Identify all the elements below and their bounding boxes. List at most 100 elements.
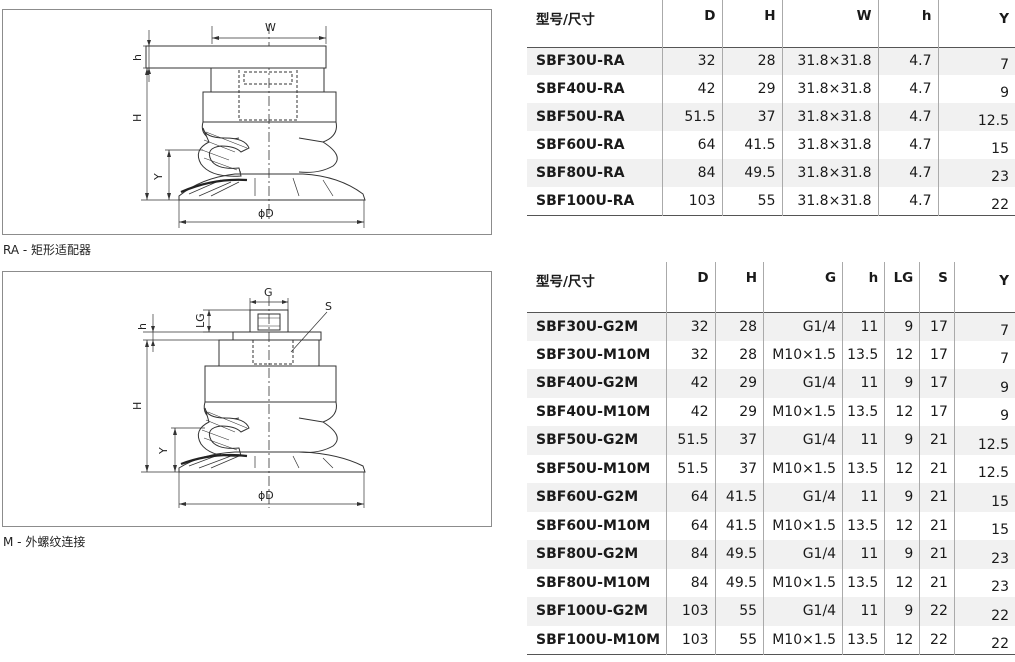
- cell-h: 4.7: [878, 47, 939, 75]
- cell-g: M10×1.5: [763, 340, 844, 369]
- cell-H: 55: [715, 597, 765, 626]
- dim-h-label: h: [131, 54, 144, 61]
- header-d: D: [666, 262, 716, 312]
- cell-lg: 9: [884, 597, 921, 626]
- cell-lg: 9: [884, 540, 921, 569]
- cell-g: G1/4: [763, 597, 844, 626]
- cell-y: 15: [991, 493, 1009, 510]
- cell-h: 11: [842, 540, 886, 569]
- cell-H: 28: [715, 312, 765, 341]
- dim-w-label: W: [265, 21, 276, 34]
- cell-h: 4.7: [878, 103, 939, 131]
- cell-model: SBF30U-RA: [527, 47, 663, 75]
- cell-model: SBF30U-M10M: [527, 340, 668, 369]
- cell-s: 21: [919, 511, 955, 540]
- cell-s: 21: [919, 540, 955, 569]
- header-model: 型号/尺寸: [527, 0, 663, 47]
- header-lg: LG: [884, 262, 921, 312]
- cell-lg: 9: [884, 369, 921, 398]
- cell-h: 11: [842, 483, 886, 512]
- header-h: h: [842, 262, 886, 312]
- header-g: G: [763, 262, 844, 312]
- cell-H: 55: [722, 187, 783, 215]
- cell-d: 103: [666, 625, 716, 654]
- dim-g-label: G: [264, 286, 273, 299]
- cell-y: 15: [991, 141, 1009, 157]
- cell-model: SBF50U-G2M: [527, 426, 668, 455]
- cell-model: SBF80U-M10M: [527, 568, 668, 597]
- cell-H: 29: [715, 369, 765, 398]
- cell-d: 51.5: [666, 426, 716, 455]
- cell-lg: 12: [884, 568, 921, 597]
- cell-model: SBF60U-G2M: [527, 483, 668, 512]
- cell-model: SBF50U-RA: [527, 103, 663, 131]
- cell-d: 32: [666, 312, 716, 341]
- cell-d: 84: [662, 159, 723, 187]
- cell-s: 17: [919, 312, 955, 341]
- cell-model: SBF30U-G2M: [527, 312, 668, 341]
- cell-d: 51.5: [666, 454, 716, 483]
- cell-g: M10×1.5: [763, 625, 844, 654]
- cell-s: 22: [919, 625, 955, 654]
- cell-d: 32: [666, 340, 716, 369]
- cell-h: 13.5: [842, 625, 886, 654]
- cell-y: 22: [991, 635, 1009, 652]
- cell-s: 17: [919, 397, 955, 426]
- cell-h: 4.7: [878, 75, 939, 103]
- cell-g: G1/4: [763, 540, 844, 569]
- cell-y: 22: [991, 196, 1009, 213]
- cell-w: 31.8×31.8: [782, 103, 879, 131]
- cell-model: SBF50U-M10M: [527, 454, 668, 483]
- cell-w: 31.8×31.8: [782, 131, 879, 159]
- cell-h: 11: [842, 369, 886, 398]
- cell-g: G1/4: [763, 483, 844, 512]
- cell-H: 49.5: [722, 159, 783, 187]
- cell-s: 17: [919, 340, 955, 369]
- cell-lg: 9: [884, 426, 921, 455]
- cell-s: 17: [919, 369, 955, 398]
- cell-model: SBF100U-G2M: [527, 597, 668, 626]
- cell-h: 4.7: [878, 187, 939, 215]
- cell-h: 13.5: [842, 511, 886, 540]
- cell-model: SBF100U-M10M: [527, 625, 668, 654]
- cell-h: 11: [842, 597, 886, 626]
- dim-d-label: ϕD: [258, 489, 274, 502]
- header-d: D: [662, 0, 723, 47]
- table-header-row: 型号/尺寸 D H G h LG S Y: [527, 262, 1015, 312]
- cell-model: SBF40U-M10M: [527, 397, 668, 426]
- header-s: S: [919, 262, 955, 312]
- cell-H: 41.5: [715, 483, 765, 512]
- cell-y: 23: [991, 550, 1009, 567]
- cell-y: 12.5: [977, 436, 1009, 453]
- cell-h: 4.7: [878, 159, 939, 187]
- cell-lg: 9: [884, 312, 921, 341]
- cell-model: SBF40U-G2M: [527, 369, 668, 398]
- cell-H: 49.5: [715, 540, 765, 569]
- cell-y: 22: [991, 607, 1009, 624]
- cell-lg: 12: [884, 625, 921, 654]
- diagram-m-panel: G S LG h H Y ϕD: [2, 271, 492, 527]
- dim-h-label: h: [136, 323, 149, 330]
- cell-y: 23: [991, 169, 1009, 185]
- cell-model: SBF60U-RA: [527, 131, 663, 159]
- cell-H: 41.5: [722, 131, 783, 159]
- cell-d: 42: [662, 75, 723, 103]
- cell-d: 64: [666, 483, 716, 512]
- cell-model: SBF40U-RA: [527, 75, 663, 103]
- cell-h: 11: [842, 426, 886, 455]
- dim-y-label: Y: [157, 447, 170, 455]
- cell-H: 55: [715, 625, 765, 654]
- diagram-ra-caption: RA - 矩形适配器: [3, 243, 92, 257]
- dim-lg-label: LG: [194, 313, 207, 328]
- cell-h: 13.5: [842, 454, 886, 483]
